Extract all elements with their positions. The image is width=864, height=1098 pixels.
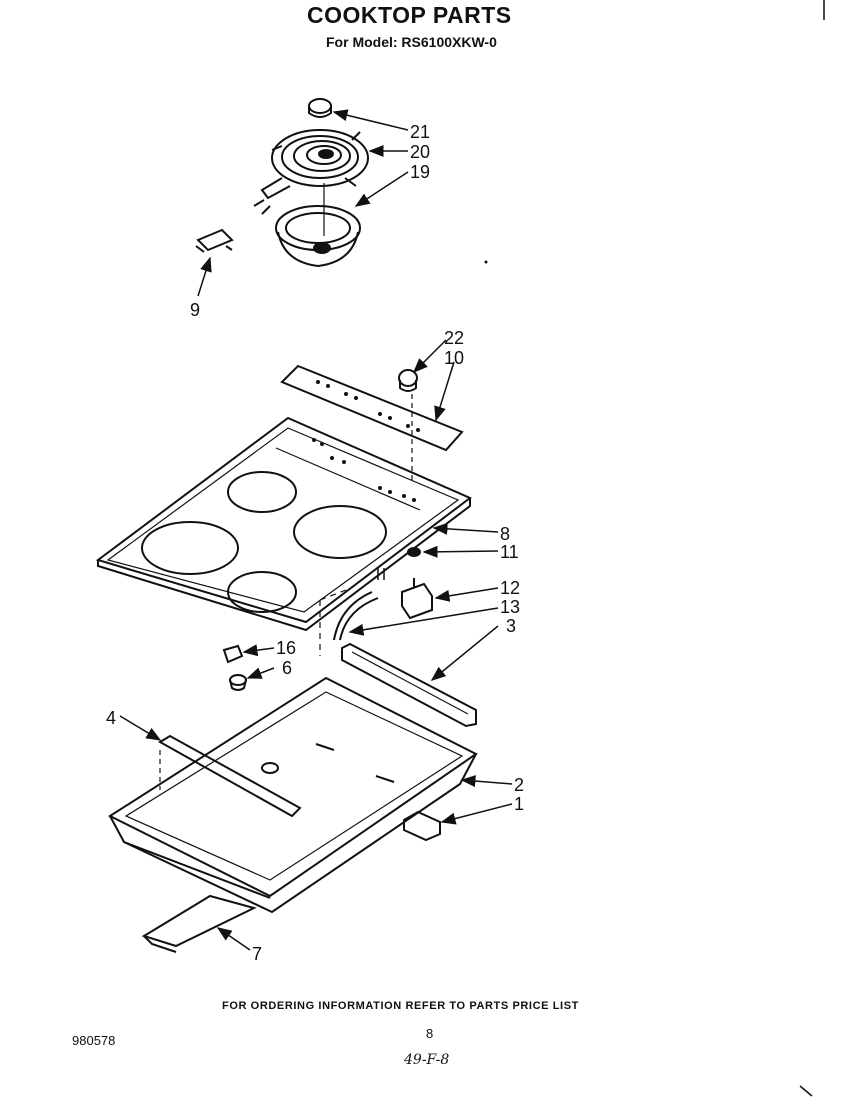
callout-8: 8	[500, 524, 510, 544]
part-13-wiring-harness	[319, 568, 385, 656]
part-4-brace	[158, 734, 302, 818]
callout-1: 1	[514, 794, 524, 814]
callout-20: 20	[410, 142, 430, 162]
callout-21: 21	[410, 122, 430, 142]
page-title: COOKTOP PARTS	[307, 2, 512, 28]
callout-4: 4	[106, 708, 116, 728]
callout-9: 9	[190, 300, 200, 320]
ordering-note: FOR ORDERING INFORMATION REFER TO PARTS …	[222, 1000, 579, 1012]
part-16-fitting	[222, 644, 244, 664]
callout-7: 7	[252, 944, 262, 964]
part-20-surface-element	[253, 129, 369, 215]
callout-19: 19	[410, 162, 430, 182]
part-19-drip-bowl	[275, 183, 361, 268]
callout-13: 13	[500, 597, 520, 617]
part-12-switch	[401, 578, 433, 620]
part-22-control-knob	[398, 369, 418, 480]
part-1-bracket	[403, 810, 441, 842]
callout-10: 10	[444, 348, 464, 368]
document-number: 980578	[72, 1033, 116, 1048]
part-8-cooktop	[95, 416, 472, 632]
part-7-support-channel	[141, 894, 257, 953]
callout-2: 2	[514, 775, 524, 795]
callout-11: 11	[500, 542, 519, 562]
callout-3: 3	[506, 616, 516, 636]
callout-6: 6	[282, 658, 292, 678]
page-number: 8	[426, 1026, 434, 1041]
part-11-washer	[407, 547, 421, 557]
scan-corner-mark	[799, 1085, 813, 1097]
callout-16: 16	[276, 638, 296, 658]
part-2-burner-box	[107, 676, 478, 914]
callout-22: 22	[444, 328, 464, 348]
scan-dot	[484, 260, 488, 264]
callout-labels: 21 20 19 9 22 10 8 11 12 13 3 16 6 4 2 1…	[106, 122, 524, 964]
part-9-terminal-block	[195, 228, 234, 253]
part-10-control-panel	[280, 364, 464, 452]
leader-lines	[119, 109, 513, 951]
part-6-grommet	[229, 674, 247, 691]
part-21-cap	[308, 98, 332, 118]
model-subtitle: For Model: RS6100XKW-0	[326, 34, 497, 50]
part-3-bracket	[341, 642, 477, 728]
handwritten-note: 49-F-8	[404, 1052, 450, 1068]
callout-12: 12	[500, 578, 520, 598]
